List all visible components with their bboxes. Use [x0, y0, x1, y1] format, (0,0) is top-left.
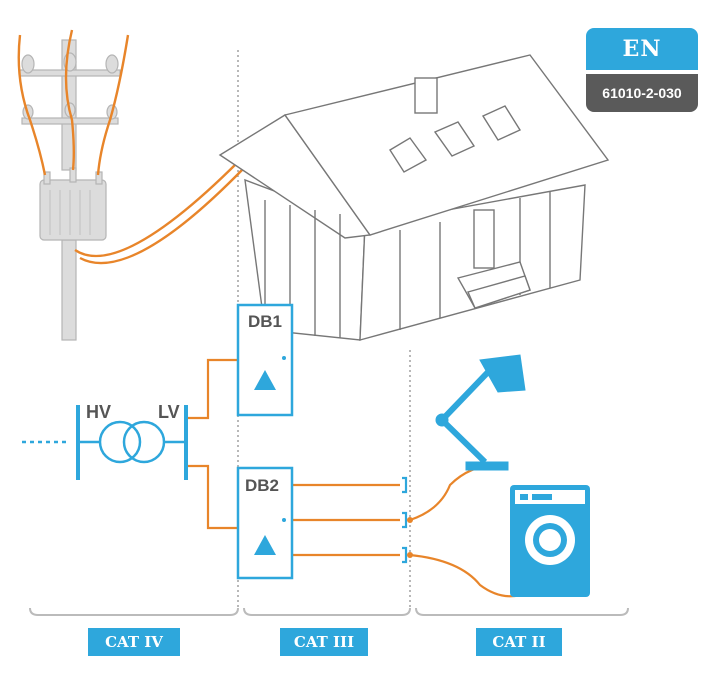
distribution-wires — [188, 358, 521, 598]
category-brackets — [29, 607, 629, 616]
socket-icons — [402, 476, 413, 564]
utility-pole-icon — [19, 39, 121, 341]
warning-icon — [254, 535, 276, 555]
overhead-wires — [17, 29, 245, 265]
db2-label: DB2 — [245, 476, 280, 495]
standard-badge: 61010-2-030 — [586, 74, 698, 112]
warning-icon — [254, 370, 276, 390]
cat-ii-label: CAT II — [476, 628, 562, 656]
cat-iv-label: CAT IV — [88, 628, 180, 656]
language-badge: EN — [586, 28, 698, 70]
db1-board — [236, 303, 294, 417]
desk-lamp-icon — [435, 354, 526, 471]
db2-board — [236, 466, 294, 580]
lv-label: LV — [158, 402, 180, 422]
hv-label: HV — [86, 402, 112, 422]
washing-machine-icon — [510, 485, 590, 597]
db1-label: DB1 — [248, 312, 283, 331]
transformer-symbol — [22, 405, 188, 480]
house-icon — [218, 54, 610, 341]
cat-iii-label: CAT III — [280, 628, 368, 656]
